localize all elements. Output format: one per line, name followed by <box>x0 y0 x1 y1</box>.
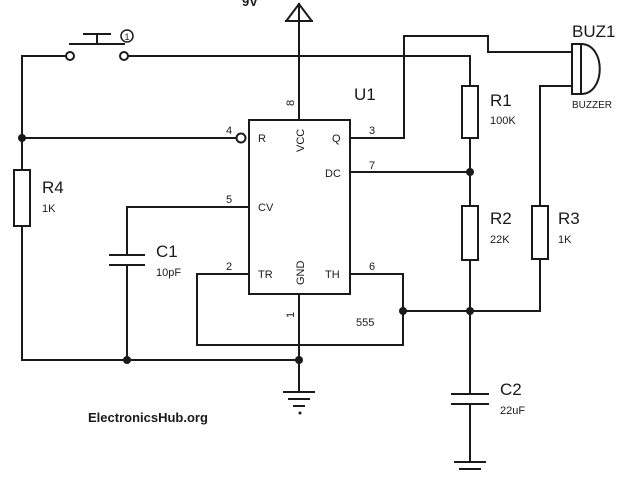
ground-symbol <box>454 461 486 470</box>
r4-ref: R4 <box>42 178 64 197</box>
junction-dot <box>466 168 474 176</box>
r2-value: 22K <box>490 234 510 246</box>
buzzer-symbol <box>571 42 601 96</box>
pin-th-number: 6 <box>369 261 375 273</box>
pin-cv-number: 5 <box>226 194 232 206</box>
r4-value: 1K <box>42 203 56 215</box>
pin-r-number: 4 <box>226 125 232 137</box>
c2-ref: C2 <box>500 380 522 399</box>
capacitor-c2 <box>451 393 489 405</box>
supply-label: 9V <box>242 0 258 9</box>
resistor-r4 <box>13 169 31 227</box>
buz1-ref: BUZ1 <box>572 22 615 41</box>
pin-vcc-number: 8 <box>285 100 297 106</box>
pin-r-label: R <box>258 133 266 145</box>
wires-top <box>21 21 471 121</box>
resistor-r3 <box>531 205 549 260</box>
junction-dot <box>123 356 131 364</box>
r1-ref: R1 <box>490 91 512 110</box>
supply-arrow <box>285 2 313 23</box>
pin-gnd-label: GND <box>295 261 307 286</box>
resistor-r2 <box>461 205 479 261</box>
pin-dc-number: 7 <box>369 160 375 172</box>
wires-right <box>349 137 471 463</box>
wires-output <box>349 35 573 312</box>
wires-c1 <box>126 206 250 361</box>
pin-th-label: TH <box>325 269 340 281</box>
c1-value: 10pF <box>156 267 181 279</box>
svg-text:1: 1 <box>125 32 130 42</box>
r3-ref: R3 <box>558 209 580 228</box>
pin-vcc-label: VCC <box>295 129 307 152</box>
wires-left <box>21 55 237 361</box>
pin-cv-label: CV <box>258 202 274 214</box>
wires-bottom <box>21 293 300 393</box>
capacitor-c1 <box>109 254 145 266</box>
c1-ref: C1 <box>156 242 178 261</box>
pin-dc-label: DC <box>325 168 341 180</box>
c2-value: 22uF <box>500 405 525 417</box>
pin-tr-label: TR <box>258 269 273 281</box>
pin-q-number: 3 <box>369 125 375 137</box>
ic-555-body <box>248 119 351 295</box>
buz1-value: BUZZER <box>572 100 612 111</box>
r2-ref: R2 <box>490 209 512 228</box>
r3-value: 1K <box>558 234 572 246</box>
resistor-r1 <box>461 85 479 139</box>
switch-marker: 1 <box>120 29 134 43</box>
pin-tr-number: 2 <box>226 261 232 273</box>
r1-value: 100K <box>490 115 516 127</box>
junction-dot <box>295 356 303 364</box>
ic-ref: U1 <box>354 85 376 104</box>
ic-part: 555 <box>356 317 374 329</box>
push-button-switch <box>65 33 129 61</box>
ground-symbol <box>283 391 315 407</box>
watermark-text: ElectronicsHub.org <box>88 410 208 425</box>
pin-gnd-number: 1 <box>285 312 297 318</box>
stray-dot <box>298 411 302 415</box>
junction-dot <box>399 307 407 315</box>
pin-q-label: Q <box>332 133 341 145</box>
junction-dot <box>18 134 26 142</box>
reset-inversion-bubble <box>235 132 247 144</box>
